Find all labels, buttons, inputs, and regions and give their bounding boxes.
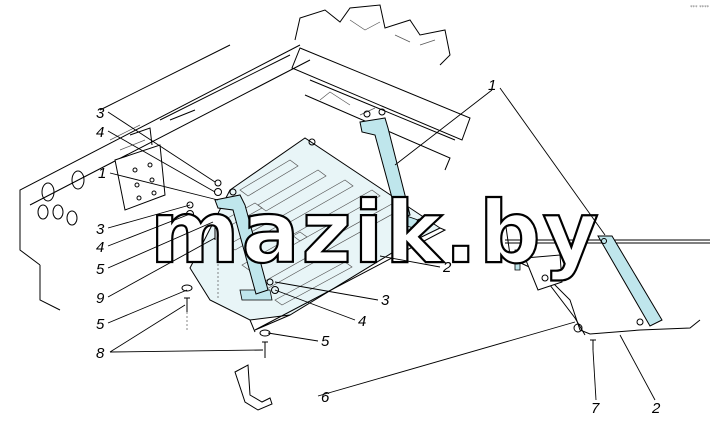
skid-plate-ribs [214,159,408,306]
front-strut [214,194,269,295]
skid-plate-front-lip [254,227,447,331]
callout-1: 1 [488,77,496,94]
side-screw-7 [590,339,596,350]
washer [271,286,279,294]
callout-3: 3 [381,292,390,309]
bolt-8-mid [184,297,190,312]
beam-web [309,79,456,141]
frame-rail-inner [99,44,291,121]
nut [229,188,237,196]
nut [378,108,386,116]
side-strut [597,235,663,327]
callout-8: 8 [96,345,105,362]
side-bolt [573,323,583,333]
callout-5: 5 [321,333,330,350]
clip-6 [234,364,273,411]
callout-1: 1 [98,165,106,182]
side-plate-profile [504,219,641,335]
gearbox-outline [294,4,451,66]
nut [363,110,371,118]
side-bolt [636,318,644,326]
frame-rail-edge [29,59,311,206]
gearbox-detail [349,19,436,46]
nut [186,201,194,209]
assembly-axis [186,240,219,330]
beam-bottom-flange [304,94,451,171]
washer [186,210,194,218]
callout-2: 2 [651,400,661,417]
leader-lines [107,87,656,401]
callout-3: 3 [96,105,105,122]
bolt-9 [212,214,218,240]
corner-mark: *** **** [690,5,710,11]
rail-hole [71,170,85,190]
callout-4: 4 [96,124,104,141]
frame-rail-lower [39,265,61,311]
bolt-hole [136,195,142,201]
rail-hole [37,204,49,220]
bolt-hole [149,177,155,183]
bolt-hole [132,167,138,173]
rear-strut [359,117,411,221]
bolt-hole [151,190,157,196]
beam-top-flange [291,47,471,141]
callout-4: 4 [358,313,366,330]
washer-5-mid [181,284,193,292]
side-plate-inner [509,257,586,336]
nut [214,179,222,187]
callout-labels: 3 4 1 3 4 5 9 5 8 5 6 1 2 3 4 7 2 [96,77,661,417]
rail-hole [66,210,78,226]
bolt-hole [147,162,153,168]
side-mount-bracket [524,254,563,291]
side-plate-tail [639,319,701,331]
cross-member [291,47,471,171]
callout-5: 5 [96,261,105,278]
frame-rail-top [19,44,301,266]
bolt-hole [134,182,140,188]
callout-6: 6 [321,389,330,406]
callout-2: 2 [442,259,452,276]
watermark-text: mazik.by [150,183,601,283]
callout-7: 7 [591,400,600,417]
side-bolt [541,274,549,282]
fasteners [181,108,424,358]
rail-hole [41,182,55,202]
side-pad [514,249,521,271]
chassis-frame [19,4,451,311]
rail-hole [52,204,64,220]
side-bolt [601,238,607,244]
callout-9: 9 [96,290,105,307]
callout-5: 5 [96,316,105,333]
brackets [114,117,411,295]
nut [308,138,316,146]
rail-detail [109,124,146,151]
nut [416,218,424,226]
nut [266,278,274,286]
callout-4: 4 [96,239,104,256]
bolt-8-bottom [262,341,268,358]
side-view [504,219,710,350]
skid-plate-lip-edge [249,319,256,333]
callout-3: 3 [96,221,105,238]
rail-slots [129,109,196,146]
